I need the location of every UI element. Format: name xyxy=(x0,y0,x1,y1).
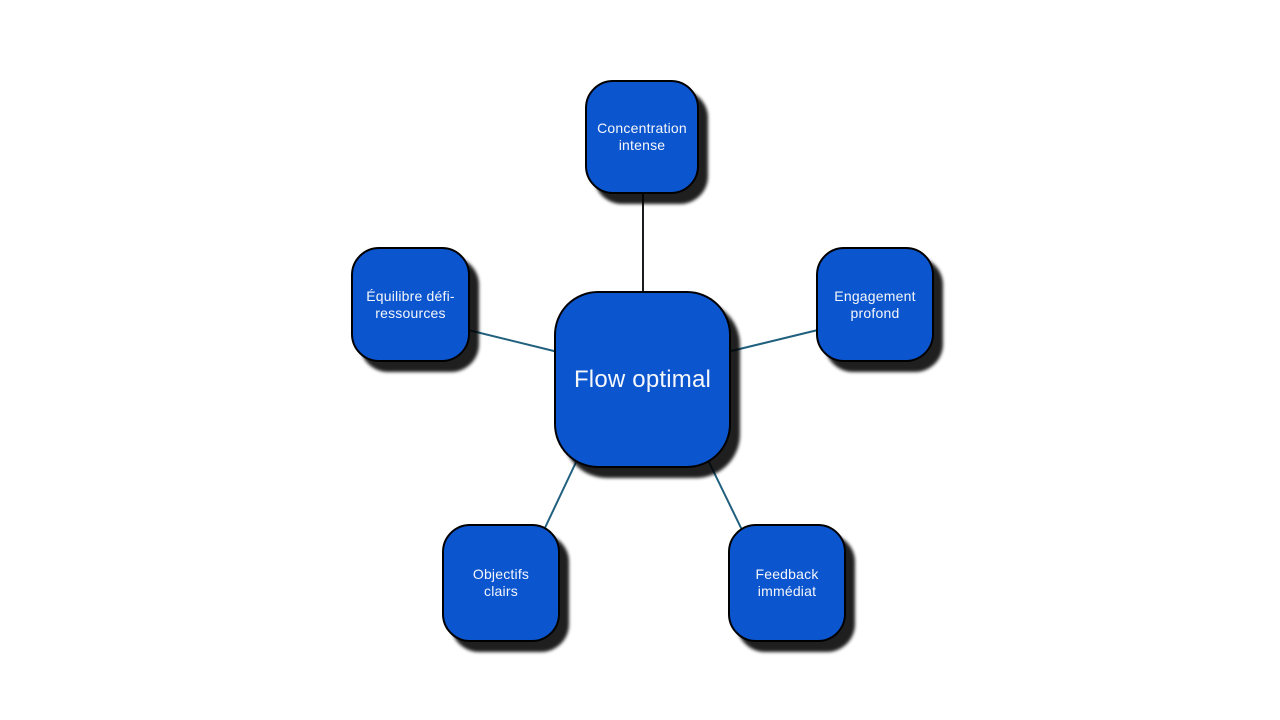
node-engagement-profond[interactable]: Engagement profond xyxy=(816,247,934,362)
node-equilibre-defi-ressources[interactable]: Équilibre défi- ressources xyxy=(351,247,470,362)
node-objectifs-clairs[interactable]: Objectifs clairs xyxy=(442,524,560,642)
node-feedback-immediat-label: Feedback immédiat xyxy=(755,566,819,599)
node-objectifs-clairs-label: Objectifs clairs xyxy=(472,566,530,599)
connector-center-to-bottom-right xyxy=(706,457,744,533)
node-flow-optimal[interactable]: Flow optimal xyxy=(554,291,731,468)
node-feedback-immediat[interactable]: Feedback immédiat xyxy=(728,524,846,642)
node-concentration-intense-label: Concentration intense xyxy=(597,120,687,153)
connector-center-to-bottom-left xyxy=(542,457,579,533)
node-concentration-intense[interactable]: Concentration intense xyxy=(585,80,699,194)
connector-center-to-right xyxy=(722,328,823,354)
node-engagement-profond-label: Engagement profond xyxy=(834,287,916,321)
node-flow-optimal-label: Flow optimal xyxy=(573,365,712,393)
node-equilibre-defi-ressources-label: Équilibre défi- ressources xyxy=(366,287,455,321)
connector-center-to-left xyxy=(463,328,563,354)
